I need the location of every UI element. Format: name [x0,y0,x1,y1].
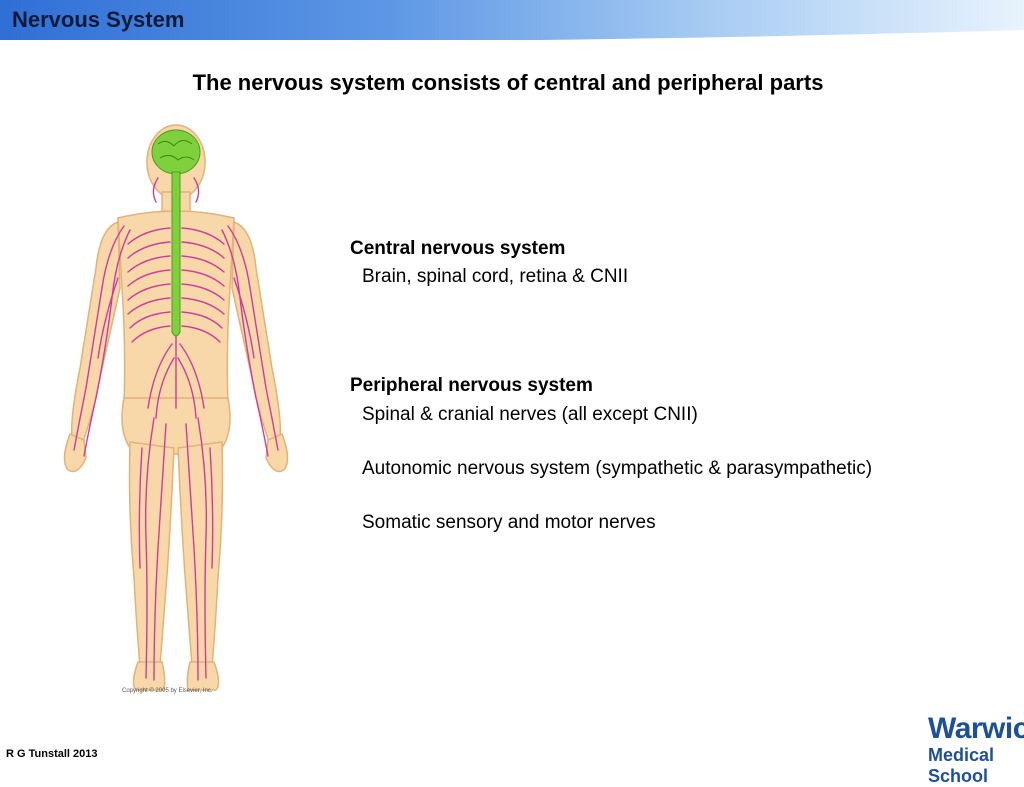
header-curve [0,30,1024,44]
peripheral-nervous-system-heading: Peripheral nervous system [350,375,593,396]
peripheral-item-somatic: Somatic sensory and motor nerves [362,512,656,533]
figure-copyright: Copyright © 2005 by Elsevier, Inc. [122,688,213,694]
peripheral-nerves [73,177,279,681]
header-bar [0,0,1024,40]
slide-subtitle: The nervous system consists of central a… [192,70,824,95]
peripheral-item-autonomic: Autonomic nervous system (sympathetic & … [362,458,873,479]
nervous-system-illustration [63,124,289,691]
warwick-logo-line1: Warwick [928,712,1024,745]
central-nervous-system-heading: Central nervous system [350,238,566,259]
body-silhouette [63,124,289,691]
central-item: Brain, spinal cord, retina & CNII [362,266,629,287]
warwick-logo-line2: Medical School [928,745,995,786]
footer-credit: R G Tunstall 2013 [6,748,98,760]
central-nervous-system [151,129,201,337]
slide-header-title: Nervous System [12,7,185,32]
peripheral-item-nerves: Spinal & cranial nerves (all except CNII… [362,404,698,425]
